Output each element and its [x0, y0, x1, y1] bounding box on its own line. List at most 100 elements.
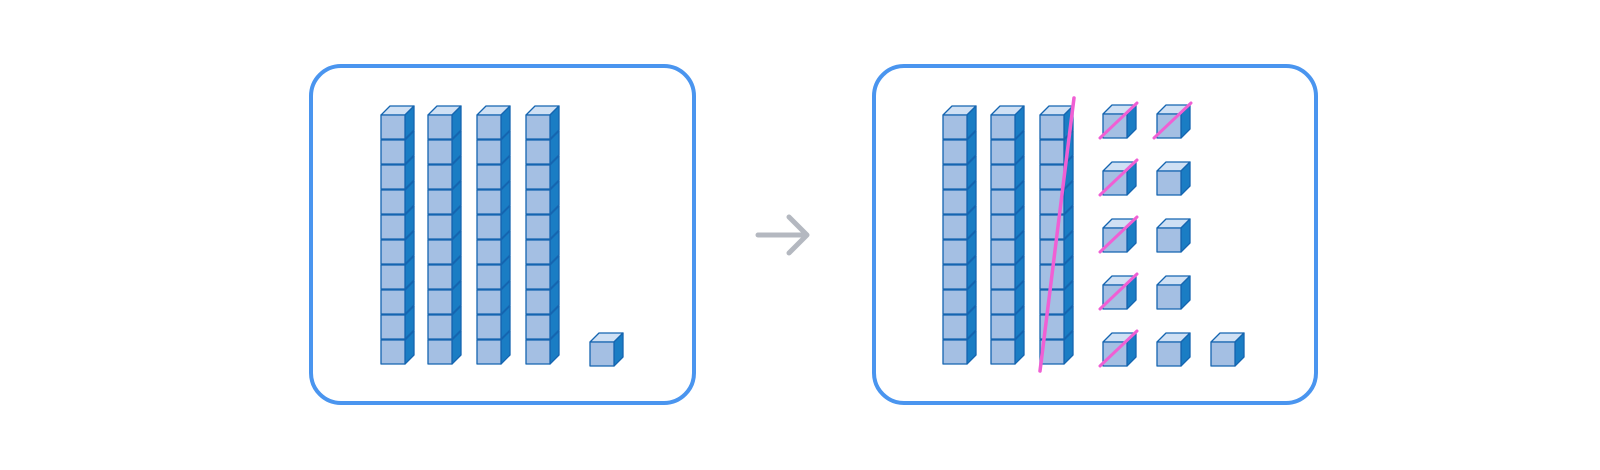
- before-blocks: [380, 105, 624, 367]
- cube-front-face: [427, 339, 453, 365]
- before-panel-frame: [309, 64, 696, 405]
- cube-front-face: [427, 114, 453, 140]
- cube-strike-line: [1098, 101, 1139, 140]
- cube-front-face: [990, 264, 1016, 290]
- cube-front-face: [525, 339, 551, 365]
- cube-front-face: [380, 314, 406, 340]
- cube-strike-line: [1098, 329, 1139, 368]
- cube-front-face: [525, 214, 551, 240]
- cube-front-face: [380, 239, 406, 265]
- cube-front-face: [1156, 227, 1182, 253]
- cube-front-face: [990, 114, 1016, 140]
- cube-front-face: [476, 314, 502, 340]
- cube-front-face: [427, 164, 453, 190]
- cube-front-face: [380, 189, 406, 215]
- cube-front-face: [942, 339, 968, 365]
- cube-front-face: [990, 239, 1016, 265]
- cube-front-face: [1156, 284, 1182, 310]
- rod-unit-cube: [990, 105, 1025, 140]
- rod-unit-cube: [476, 105, 511, 140]
- cube-front-face: [942, 289, 968, 315]
- cube-front-face: [427, 239, 453, 265]
- cube-front-face: [1039, 239, 1065, 265]
- cube-front-face: [1156, 170, 1182, 196]
- cube-front-face: [525, 314, 551, 340]
- ten-rod: [525, 105, 560, 365]
- cube-front-face: [589, 341, 615, 367]
- cube-front-face: [427, 214, 453, 240]
- ten-rod: [990, 105, 1025, 365]
- cube-front-face: [476, 139, 502, 165]
- ten-rod: [942, 105, 977, 365]
- cube-front-face: [1039, 139, 1065, 165]
- cube-front-face: [942, 114, 968, 140]
- one-cube: [589, 332, 624, 367]
- ten-rod: [476, 105, 511, 365]
- strike-lines: [1038, 96, 1193, 373]
- cube-front-face: [427, 139, 453, 165]
- cube-front-face: [990, 139, 1016, 165]
- cube-front-face: [525, 189, 551, 215]
- cube-front-face: [990, 314, 1016, 340]
- cube-strike-line: [1098, 215, 1139, 254]
- cube-front-face: [990, 289, 1016, 315]
- cube-front-face: [380, 339, 406, 365]
- cube-front-face: [476, 289, 502, 315]
- cube-front-face: [380, 114, 406, 140]
- cube-strike-line: [1152, 101, 1193, 140]
- cube-front-face: [1039, 164, 1065, 190]
- rod-unit-cube: [942, 280, 977, 315]
- rod-unit-cube: [525, 105, 560, 140]
- cube-front-face: [380, 214, 406, 240]
- cube-front-face: [476, 239, 502, 265]
- cube-front-face: [1156, 341, 1182, 367]
- one-cube: [1210, 332, 1245, 367]
- cube-front-face: [380, 139, 406, 165]
- cube-front-face: [942, 189, 968, 215]
- cube-front-face: [525, 264, 551, 290]
- cube-front-face: [380, 164, 406, 190]
- cube-front-face: [476, 189, 502, 215]
- after-panel-frame: [872, 64, 1318, 405]
- cube-front-face: [476, 164, 502, 190]
- cube-front-face: [942, 214, 968, 240]
- rod-unit-cube: [427, 105, 462, 140]
- cube-front-face: [427, 189, 453, 215]
- after-panel: [872, 64, 1318, 405]
- cube-front-face: [525, 239, 551, 265]
- cube-front-face: [525, 289, 551, 315]
- cube-front-face: [942, 314, 968, 340]
- cube-front-face: [427, 289, 453, 315]
- arrow-icon-group: [755, 214, 810, 256]
- rod-strike-line: [1038, 96, 1076, 373]
- cube-front-face: [990, 214, 1016, 240]
- cube-front-face: [427, 264, 453, 290]
- cube-front-face: [380, 289, 406, 315]
- ten-rod: [427, 105, 462, 365]
- cube-front-face: [525, 114, 551, 140]
- right-arrow-icon: [755, 214, 810, 256]
- cube-front-face: [942, 239, 968, 265]
- cube-strike-line: [1098, 272, 1139, 311]
- rod-unit-cube: [1039, 305, 1074, 340]
- cube-front-face: [380, 264, 406, 290]
- cube-front-face: [525, 164, 551, 190]
- cube-front-face: [1039, 114, 1065, 140]
- cube-front-face: [476, 339, 502, 365]
- cube-front-face: [942, 264, 968, 290]
- one-cube: [1156, 332, 1191, 367]
- rod-unit-cube: [942, 105, 977, 140]
- cube-front-face: [427, 314, 453, 340]
- cube-front-face: [990, 189, 1016, 215]
- cube-front-face: [476, 214, 502, 240]
- before-panel: [309, 64, 696, 405]
- after-blocks: [942, 104, 1245, 367]
- cube-front-face: [1210, 341, 1236, 367]
- rod-unit-cube: [380, 105, 415, 140]
- one-cube: [1156, 218, 1191, 253]
- cube-front-face: [942, 139, 968, 165]
- cube-front-face: [1039, 289, 1065, 315]
- cube-front-face: [990, 339, 1016, 365]
- ten-rod: [380, 105, 415, 365]
